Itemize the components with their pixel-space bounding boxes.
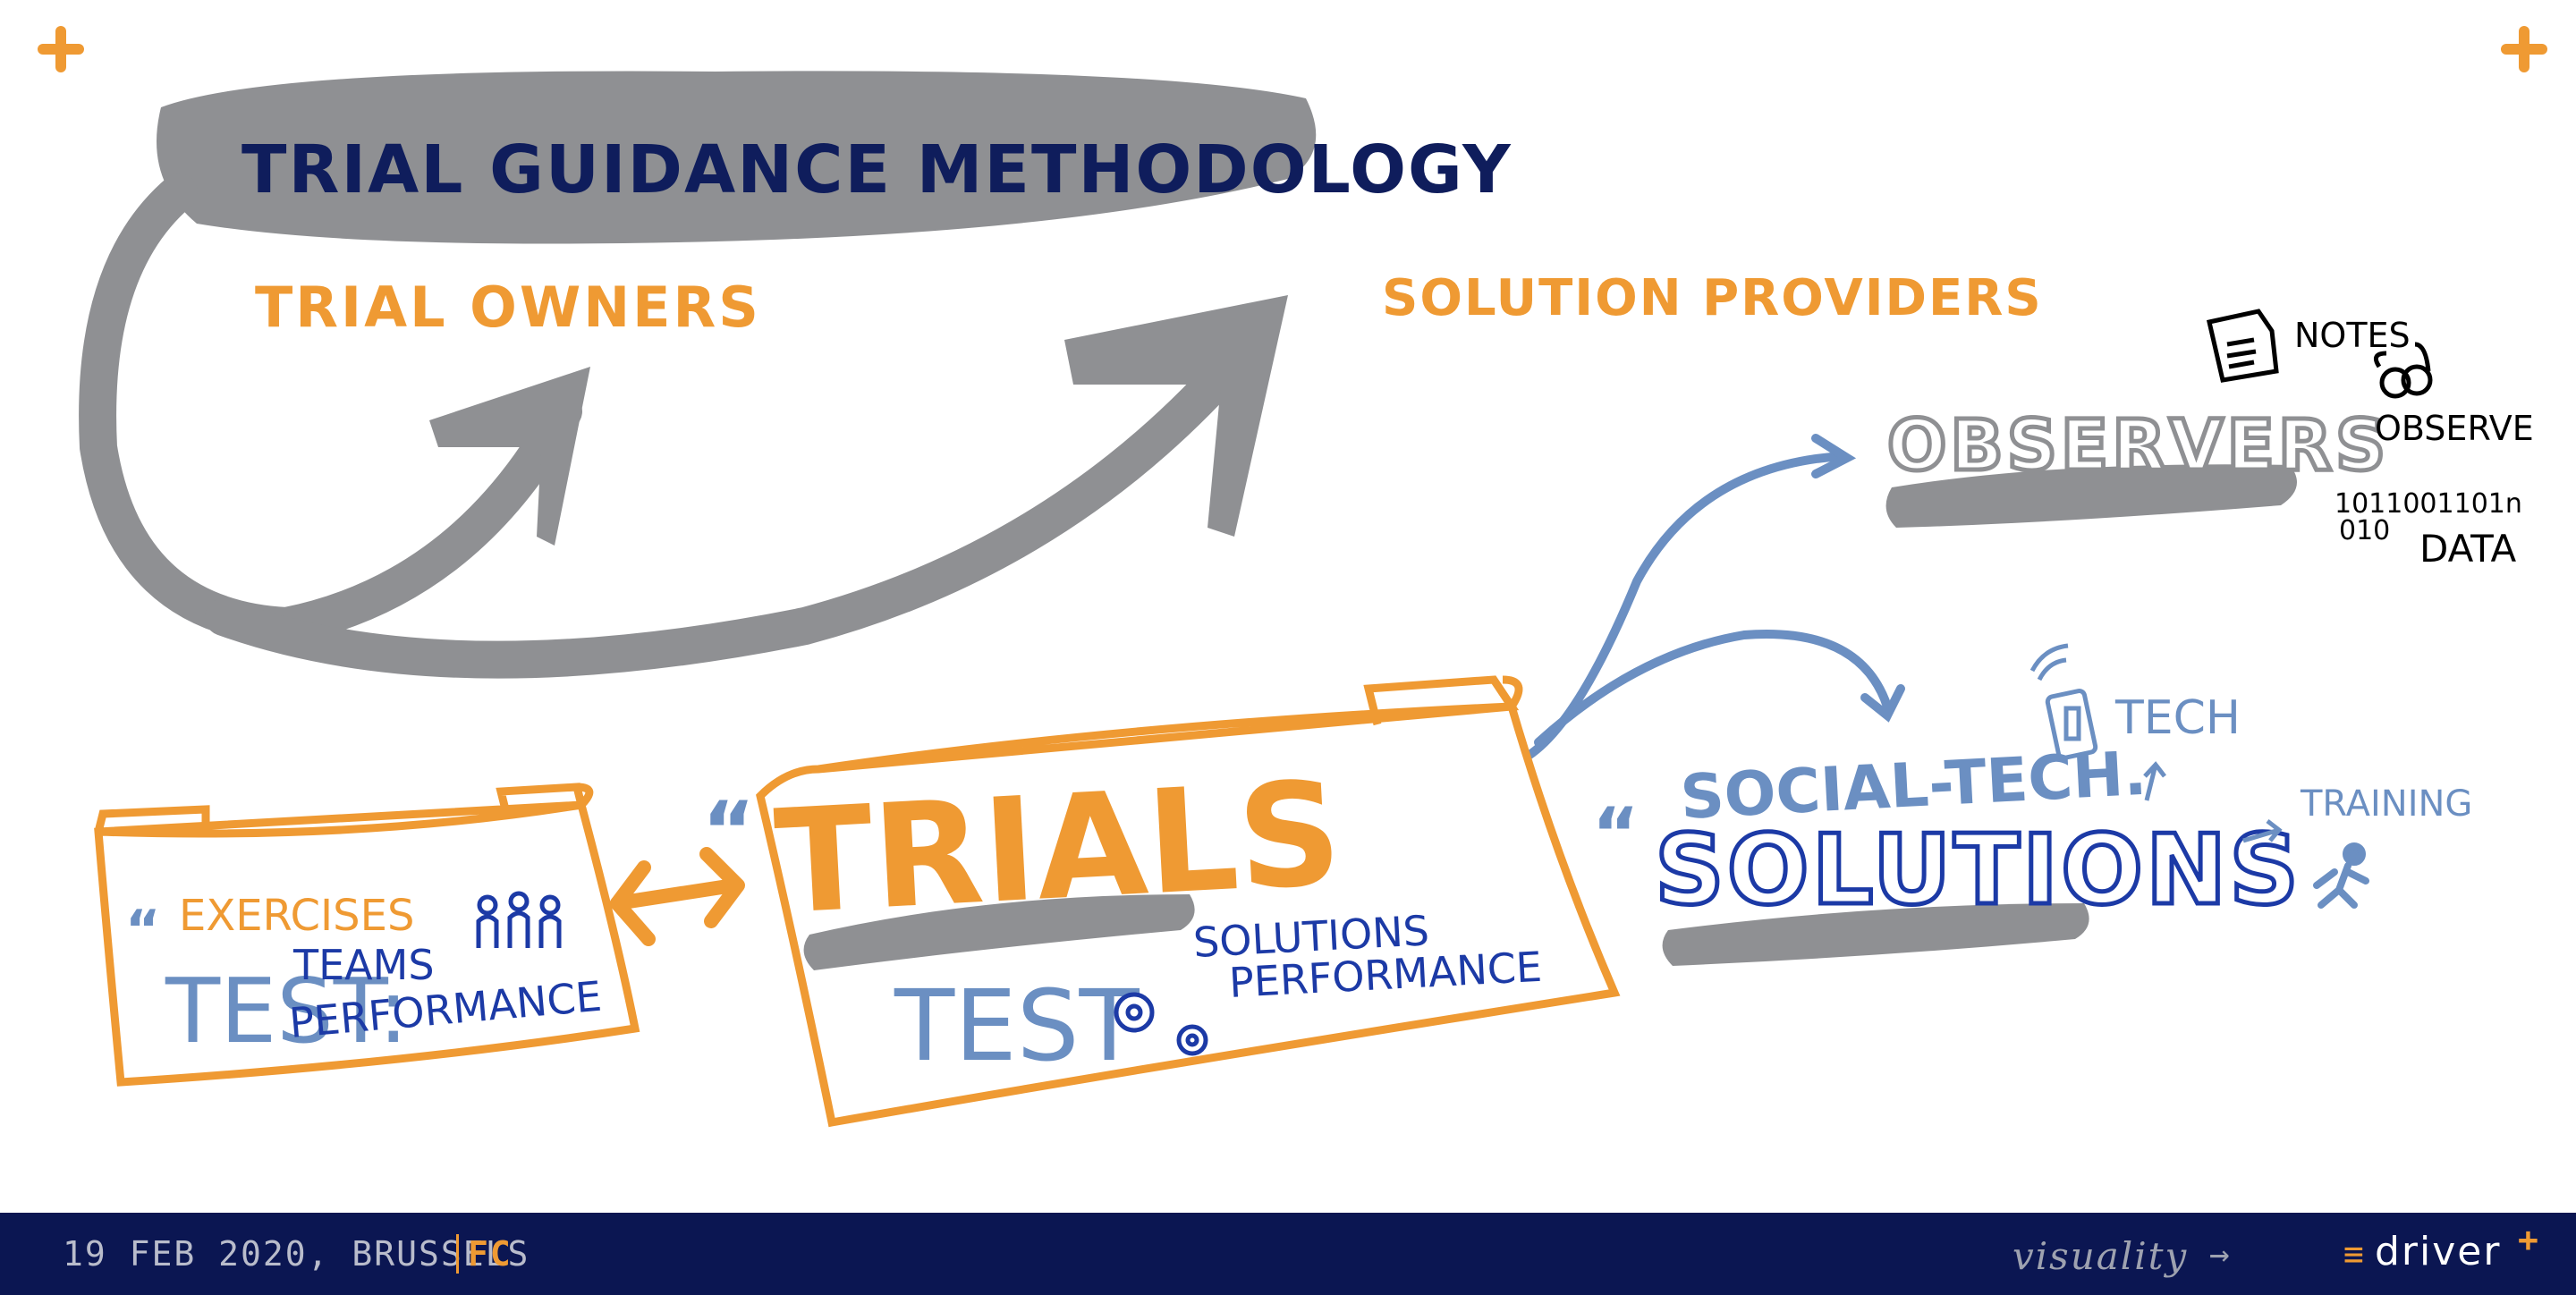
binary-line-2: 010	[2339, 515, 2390, 546]
logo-driver: driver	[2375, 1229, 2502, 1274]
observe-label: OBSERVE	[2375, 409, 2534, 448]
role-observers: OBSERVERS	[1887, 406, 2389, 487]
arrow-right-icon	[2242, 819, 2283, 843]
plus-icon	[38, 26, 84, 72]
tech-label: TECH	[2114, 691, 2241, 745]
arrow-right-icon: →	[2209, 1234, 2232, 1274]
double-arrow-icon	[610, 847, 745, 946]
footer-bar: 19 FEB 2020, BRUSSELS FC visuality → ≡ d…	[0, 1213, 2576, 1295]
role-trial-owners: TRIAL OWNERS	[255, 275, 761, 340]
exercises-line1: TEAMS	[292, 941, 435, 989]
notes-label: NOTES	[2294, 316, 2411, 355]
exercises-title: EXERCISES	[179, 891, 414, 941]
speed-lines-icon: ≡	[2343, 1234, 2366, 1274]
solutions-underline-blob	[1662, 903, 2089, 966]
arrow-up-icon	[2143, 761, 2166, 801]
data-label: DATA	[2419, 527, 2516, 571]
exercises-test: TEST:	[165, 959, 409, 1063]
gear-icon	[1114, 992, 1208, 1056]
glasses-icon	[2373, 342, 2433, 399]
role-solution-providers: SOLUTION PROVIDERS	[1382, 269, 2043, 327]
trials-test: TEST	[894, 969, 1140, 1083]
logo-visuality: visuality	[2012, 1234, 2189, 1278]
logo-driver-plus: +	[2518, 1220, 2540, 1259]
binary-line-1: 1011001101n	[2334, 488, 2522, 520]
page-title: TRIAL GUIDANCE METHODOLOGY	[242, 131, 1513, 208]
plus-icon	[2501, 26, 2547, 72]
exercises-quote: “	[125, 899, 160, 961]
title-highlight-blob	[157, 71, 1317, 244]
flow-arrows-gray	[79, 174, 1271, 679]
arrow-head-solution-providers	[1064, 295, 1288, 537]
footer-date-place: 19 FEB 2020, BRUSSELS	[63, 1234, 530, 1274]
solutions-quote: “	[1592, 792, 1640, 876]
training-label: TRAINING	[2300, 783, 2472, 825]
footer-initials: FC	[456, 1234, 513, 1274]
arrow-head-trial-owners	[429, 367, 590, 546]
team-icon	[476, 891, 562, 948]
solutions-title: SOLUTIONS	[1655, 815, 2301, 927]
phone-signal-icon	[2029, 643, 2098, 760]
trials-underline-blob	[803, 894, 1195, 970]
exercises-banner	[94, 783, 640, 1087]
runner-icon	[2313, 842, 2369, 909]
observers-underline-blob	[1885, 464, 2297, 528]
flow-arrows-blue	[1516, 434, 1905, 765]
notes-icon	[2206, 309, 2279, 383]
